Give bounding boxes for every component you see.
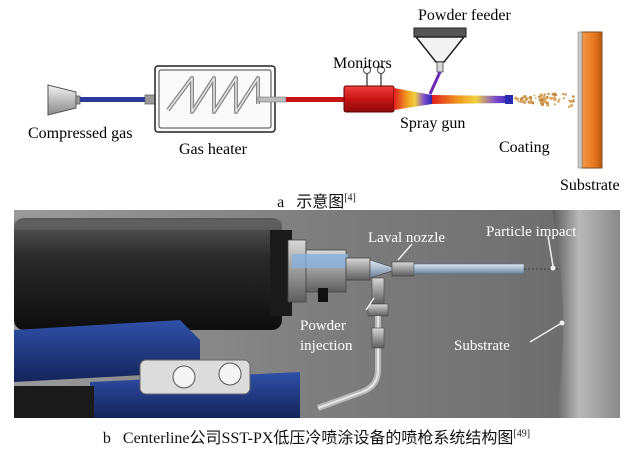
heated-gas-line [286,97,344,102]
spray-particle [521,96,524,100]
particle-spray [513,92,575,109]
spray-particle [540,102,545,107]
spray-particle [543,93,546,96]
caption-a-ref: [4] [344,192,356,204]
substrate-render-label: Substrate [454,338,510,354]
spray-particle [537,95,541,99]
spray-particle [515,97,519,101]
powder-feeder [413,27,467,95]
spray-particle [546,95,549,99]
powder-injection-label-line1: Powder [300,318,346,334]
substrate-plate [577,31,603,169]
substrate-render [552,210,620,418]
monitors-gauges [363,66,385,86]
laval-nozzle-label: Laval nozzle [368,230,445,246]
substrate-label: Substrate [560,177,620,194]
monitors-label: Monitors [333,55,392,72]
spray-particle [520,99,524,103]
spray-particle [523,101,526,104]
spray-particle [572,100,575,103]
gun-structure-render: Laval nozzle Particle impact Powder inje… [14,210,620,418]
schematic-diagram: Powder feeder Monitors Spray gun Coating… [28,7,620,194]
compressed-gas-text: Compressed gas [28,125,132,142]
spray-gun-label: Spray gun [400,115,465,132]
gas-heater [154,65,287,133]
spray-particle [557,100,560,103]
caption-a: a 示意图[4] [0,188,633,212]
spray-particle [564,93,567,96]
spray-gun [343,85,513,113]
substrate-callout-line [529,323,561,343]
caption-b-letter: b [102,430,111,447]
gas-line-1 [80,97,153,102]
gun-heater-cylinder [14,218,292,330]
spray-particle [553,93,557,97]
spray-particle [517,100,520,103]
caption-b-ref: [49] [513,428,531,440]
spray-particle [546,103,550,107]
coating-label: Coating [499,139,550,156]
spray-particle [533,94,536,97]
caption-b: b Centerline公司SST-PX低压冷喷涂设备的喷枪系统结构图[49] [0,424,633,448]
spray-particle [569,99,573,104]
compressed-gas-label: Compressed gas [28,125,132,142]
spray-particle [547,92,550,96]
powder-callout-line [365,297,375,311]
laval-callout-line [397,243,413,261]
powder-injection-label-line2: injection [300,338,353,354]
spray-particle [530,99,533,102]
spray-particle [523,95,526,98]
spray-particle [569,104,574,108]
sensor-block [318,288,328,302]
powder-feeder-label: Powder feeder [418,7,512,24]
spray-particle [558,98,561,101]
spray-particle [539,93,544,97]
spray-particle [552,96,556,100]
spray-particle [529,97,533,100]
gun-structure-panel: Laval nozzle Particle impact Powder inje… [0,210,633,450]
spray-particle [540,98,545,102]
impact-callout-line [547,235,554,267]
spray-particle [567,105,571,109]
spray-particle [571,95,575,98]
schematic-panel: Powder feeder Monitors Spray gun Coating… [0,0,633,212]
gun-mount-base [14,320,300,418]
spray-particle [531,101,535,105]
spray-particle [529,102,532,104]
spray-particle [542,95,546,99]
particle-impact-label: Particle impact [486,224,577,240]
spray-particle [562,97,565,100]
laval-nozzle [345,257,558,281]
caption-a-letter: a [277,194,285,211]
compressed-gas-tank [47,84,81,116]
spray-particle [543,100,547,104]
caption-b-text: Centerline公司SST-PX低压冷喷涂设备的喷枪系统结构图 [122,430,514,447]
spray-particle [561,92,565,96]
gas-heater-label: Gas heater [179,141,248,158]
powder-injection-tube [316,277,389,411]
spray-particle [534,97,537,100]
gun-body-flange [287,239,348,303]
spray-particle [549,97,552,100]
spray-particle [543,97,547,101]
spray-particle [553,103,557,106]
spray-particle [524,99,527,102]
caption-a-text: 示意图 [296,194,345,211]
